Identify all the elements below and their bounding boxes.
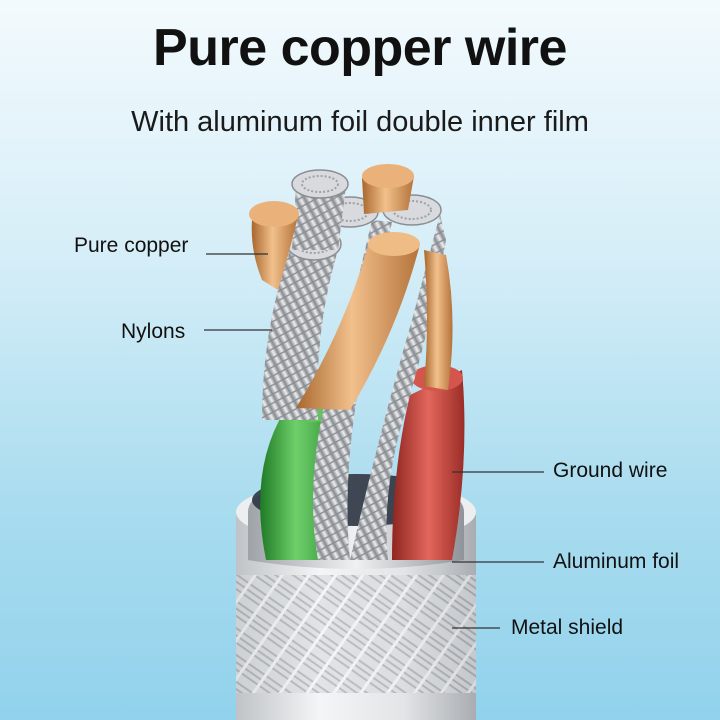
- metal-shield-band: [236, 575, 476, 693]
- copper-conductor-left: [249, 201, 299, 290]
- label-ground-wire: Ground wire: [553, 459, 668, 482]
- copper-conductor-right: [424, 250, 453, 390]
- copper-conductor-top-right: [362, 164, 414, 214]
- copper-conductor-front: [296, 232, 420, 410]
- page-title: Pure copper wire: [153, 19, 567, 77]
- label-pure-copper: Pure copper: [74, 234, 189, 257]
- page-subtitle: With aluminum foil double inner film: [131, 106, 589, 138]
- label-metal-shield: Metal shield: [511, 616, 624, 639]
- label-nylons: Nylons: [121, 320, 186, 343]
- label-aluminum-foil: Aluminum foil: [553, 550, 680, 573]
- silver-strand-bundle-top: [291, 169, 349, 250]
